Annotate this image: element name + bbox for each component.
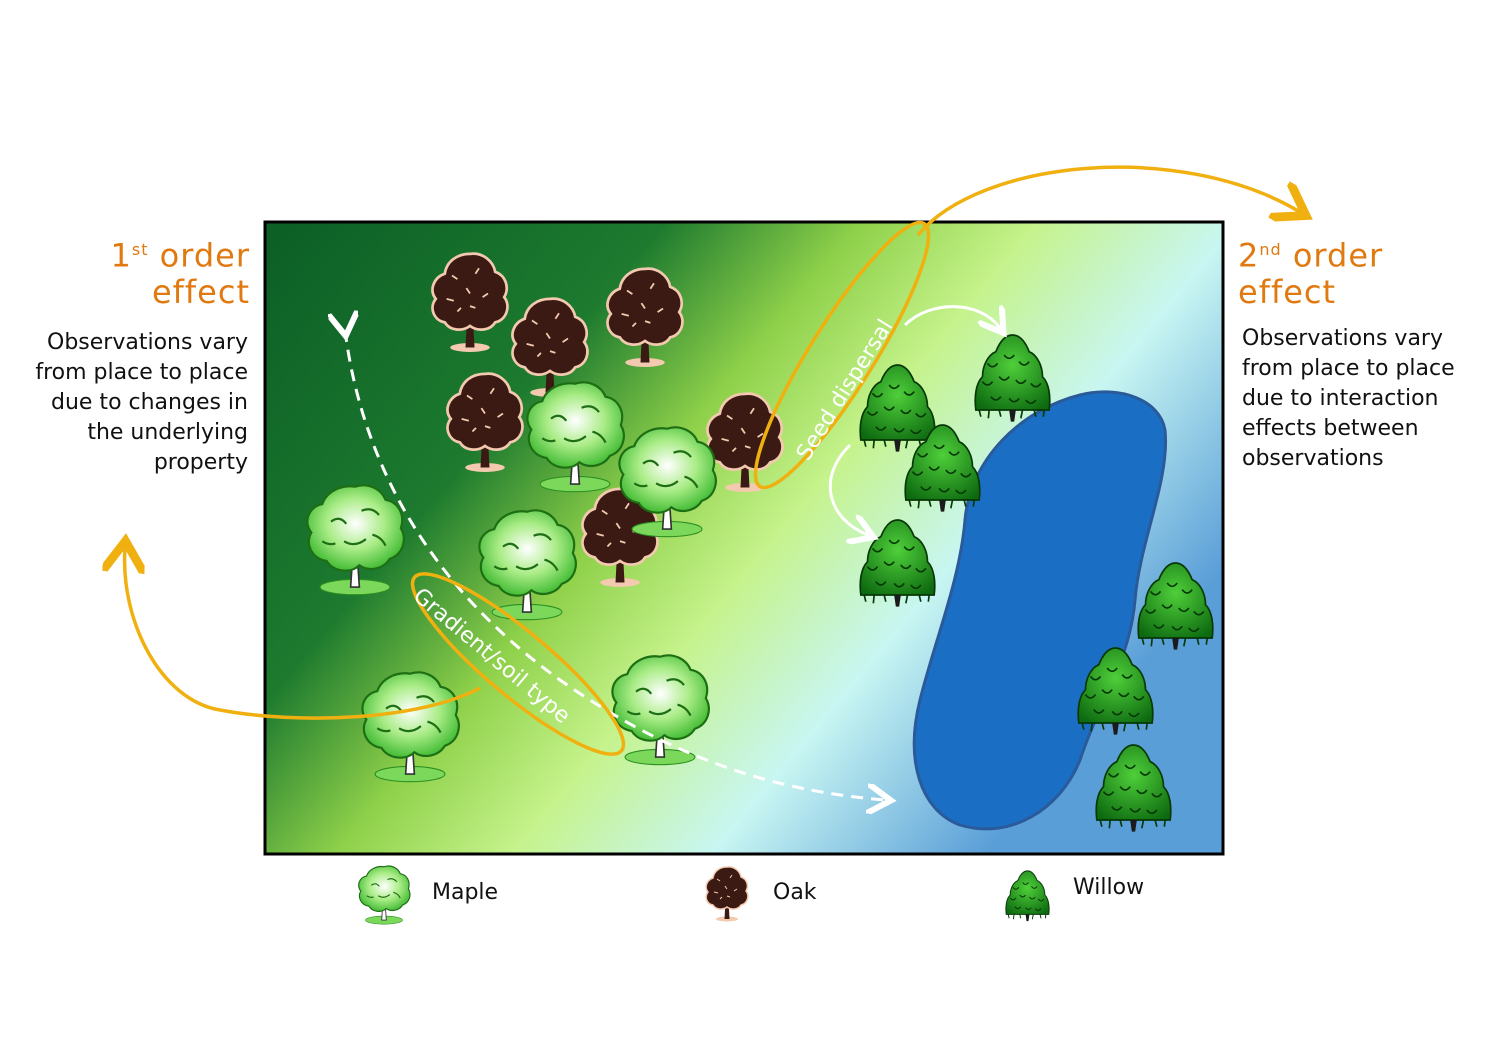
legend-oak-label: Oak xyxy=(773,880,817,905)
gradient-ellipse xyxy=(410,572,626,756)
second-order-title: 2nd order effect xyxy=(1238,232,1438,310)
legend-oak-icon xyxy=(705,866,749,923)
second-order-sup: nd xyxy=(1259,240,1282,259)
legend-maple-label: Maple xyxy=(432,880,499,905)
first-order-link-arrow xyxy=(125,548,481,720)
first-order-description: Observations vary from place to place du… xyxy=(35,330,248,475)
second-order-line2: effect xyxy=(1238,272,1337,311)
second-order-link-arrow xyxy=(916,165,1300,237)
first-order-sup: st xyxy=(131,240,149,259)
legend-willow-icon xyxy=(1005,870,1050,922)
first-order-line2: effect xyxy=(151,272,250,311)
first-order-num: 1 xyxy=(110,236,132,275)
legend-willow-label: Willow xyxy=(1073,875,1145,900)
dispersal-arrow-up xyxy=(903,307,1000,328)
dispersal-arrow-down xyxy=(828,443,868,535)
lake xyxy=(912,390,1168,831)
gradient-arrow xyxy=(345,330,885,800)
legend-maple-icon xyxy=(358,865,411,925)
seed-dispersal-ellipse xyxy=(753,220,931,490)
second-order-description: Observations vary from place to place du… xyxy=(1242,326,1455,471)
first-order-line1: order xyxy=(148,236,250,275)
second-order-num: 2 xyxy=(1238,236,1260,275)
first-order-title: 1st order effect xyxy=(110,232,250,310)
second-order-line1: order xyxy=(1281,236,1384,275)
